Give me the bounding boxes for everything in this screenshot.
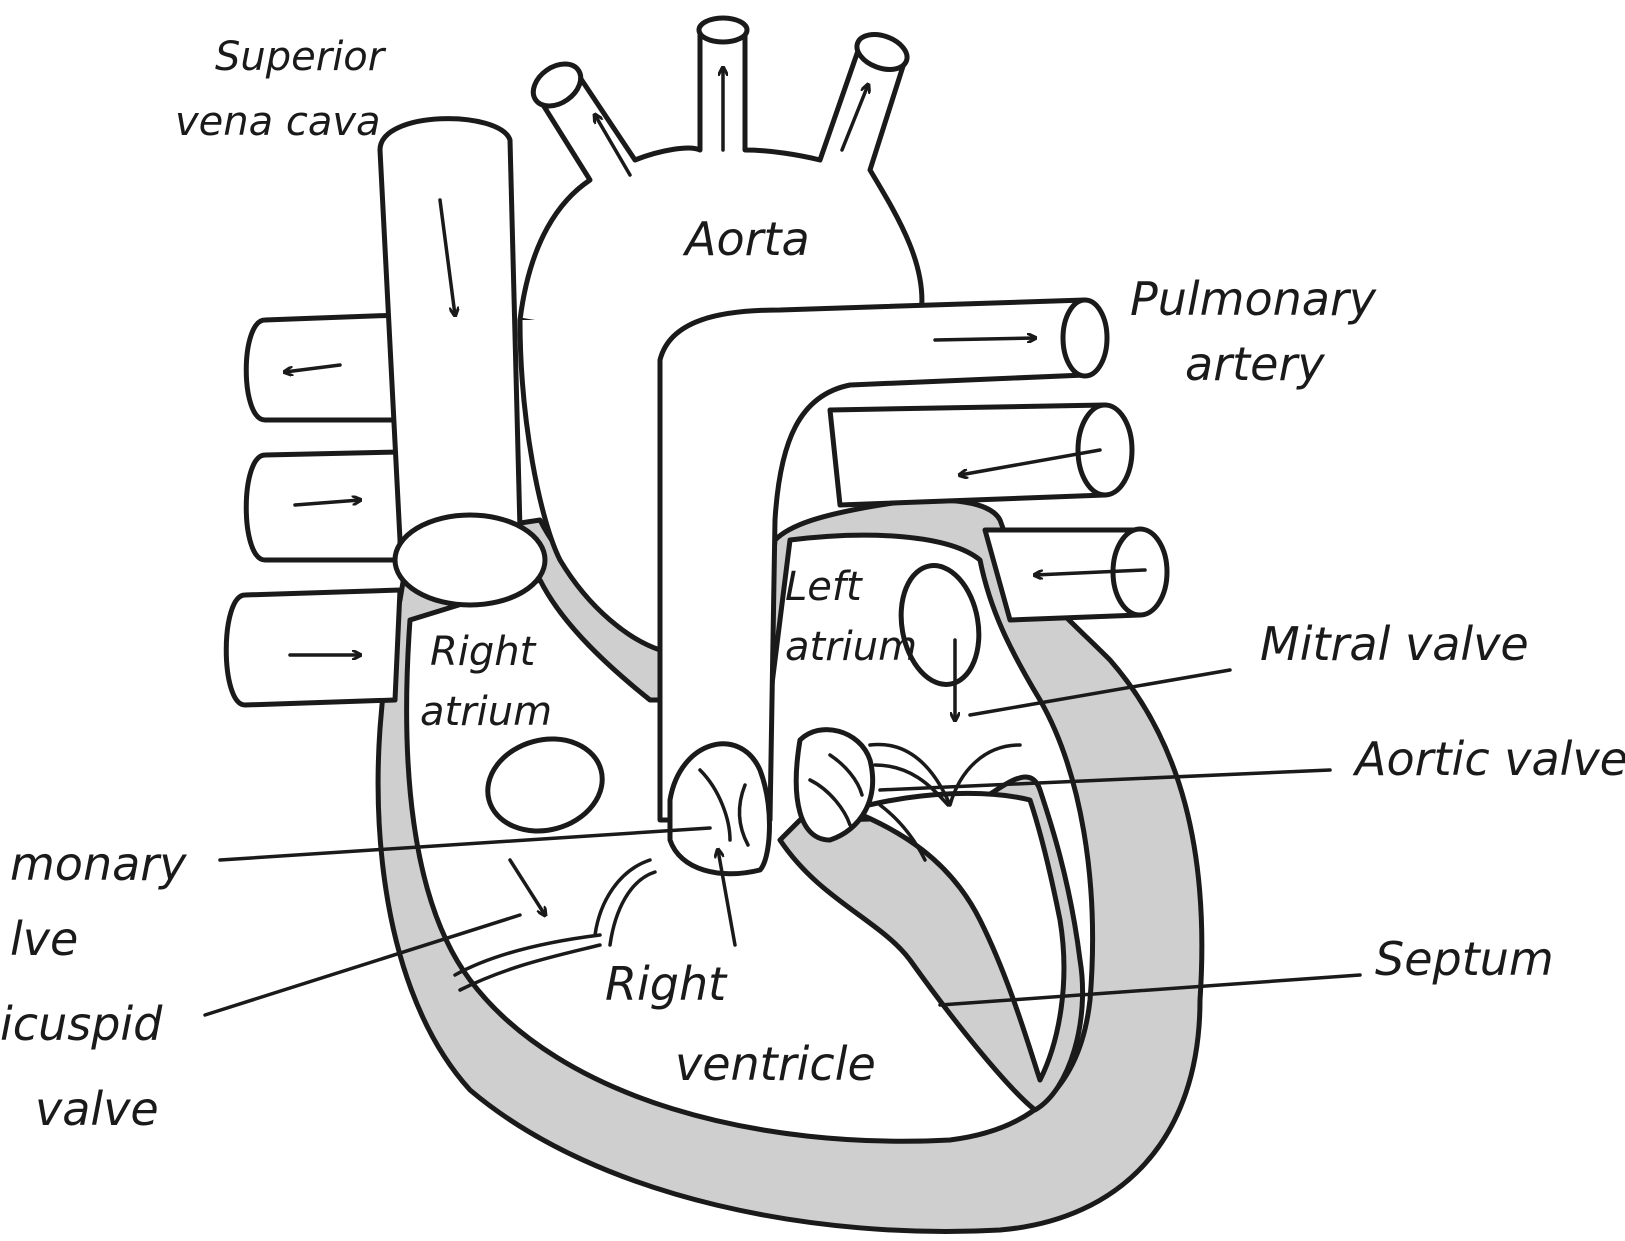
label-left-atrium-2: atrium	[785, 624, 917, 670]
label-tricuspid-valve-1: icuspid	[0, 997, 163, 1051]
label-pulmonary-valve-2: lve	[10, 912, 78, 966]
label-septum: Septum	[1375, 932, 1554, 986]
label-pulmonary-valve-1: monary	[10, 837, 187, 891]
label-right-atrium-2: atrium	[420, 689, 552, 735]
label-right-atrium-1: Right	[430, 629, 537, 675]
label-superior-vena-cava-2: vena cava	[175, 99, 381, 145]
label-mitral-valve: Mitral valve	[1260, 617, 1529, 671]
label-aortic-valve: Aortic valve	[1352, 732, 1625, 786]
label-aorta: Aorta	[682, 212, 810, 266]
left-veins	[226, 315, 400, 705]
label-left-atrium-1: Left	[785, 564, 863, 610]
label-pulmonary-artery-1: Pulmonary	[1130, 272, 1377, 326]
label-pulmonary-artery-2: artery	[1185, 337, 1325, 391]
label-superior-vena-cava-1: Superior	[215, 34, 387, 80]
label-right-ventricle-2: ventricle	[675, 1037, 876, 1091]
label-tricuspid-valve-2: valve	[35, 1082, 159, 1136]
label-right-ventricle-1: Right	[605, 957, 728, 1011]
